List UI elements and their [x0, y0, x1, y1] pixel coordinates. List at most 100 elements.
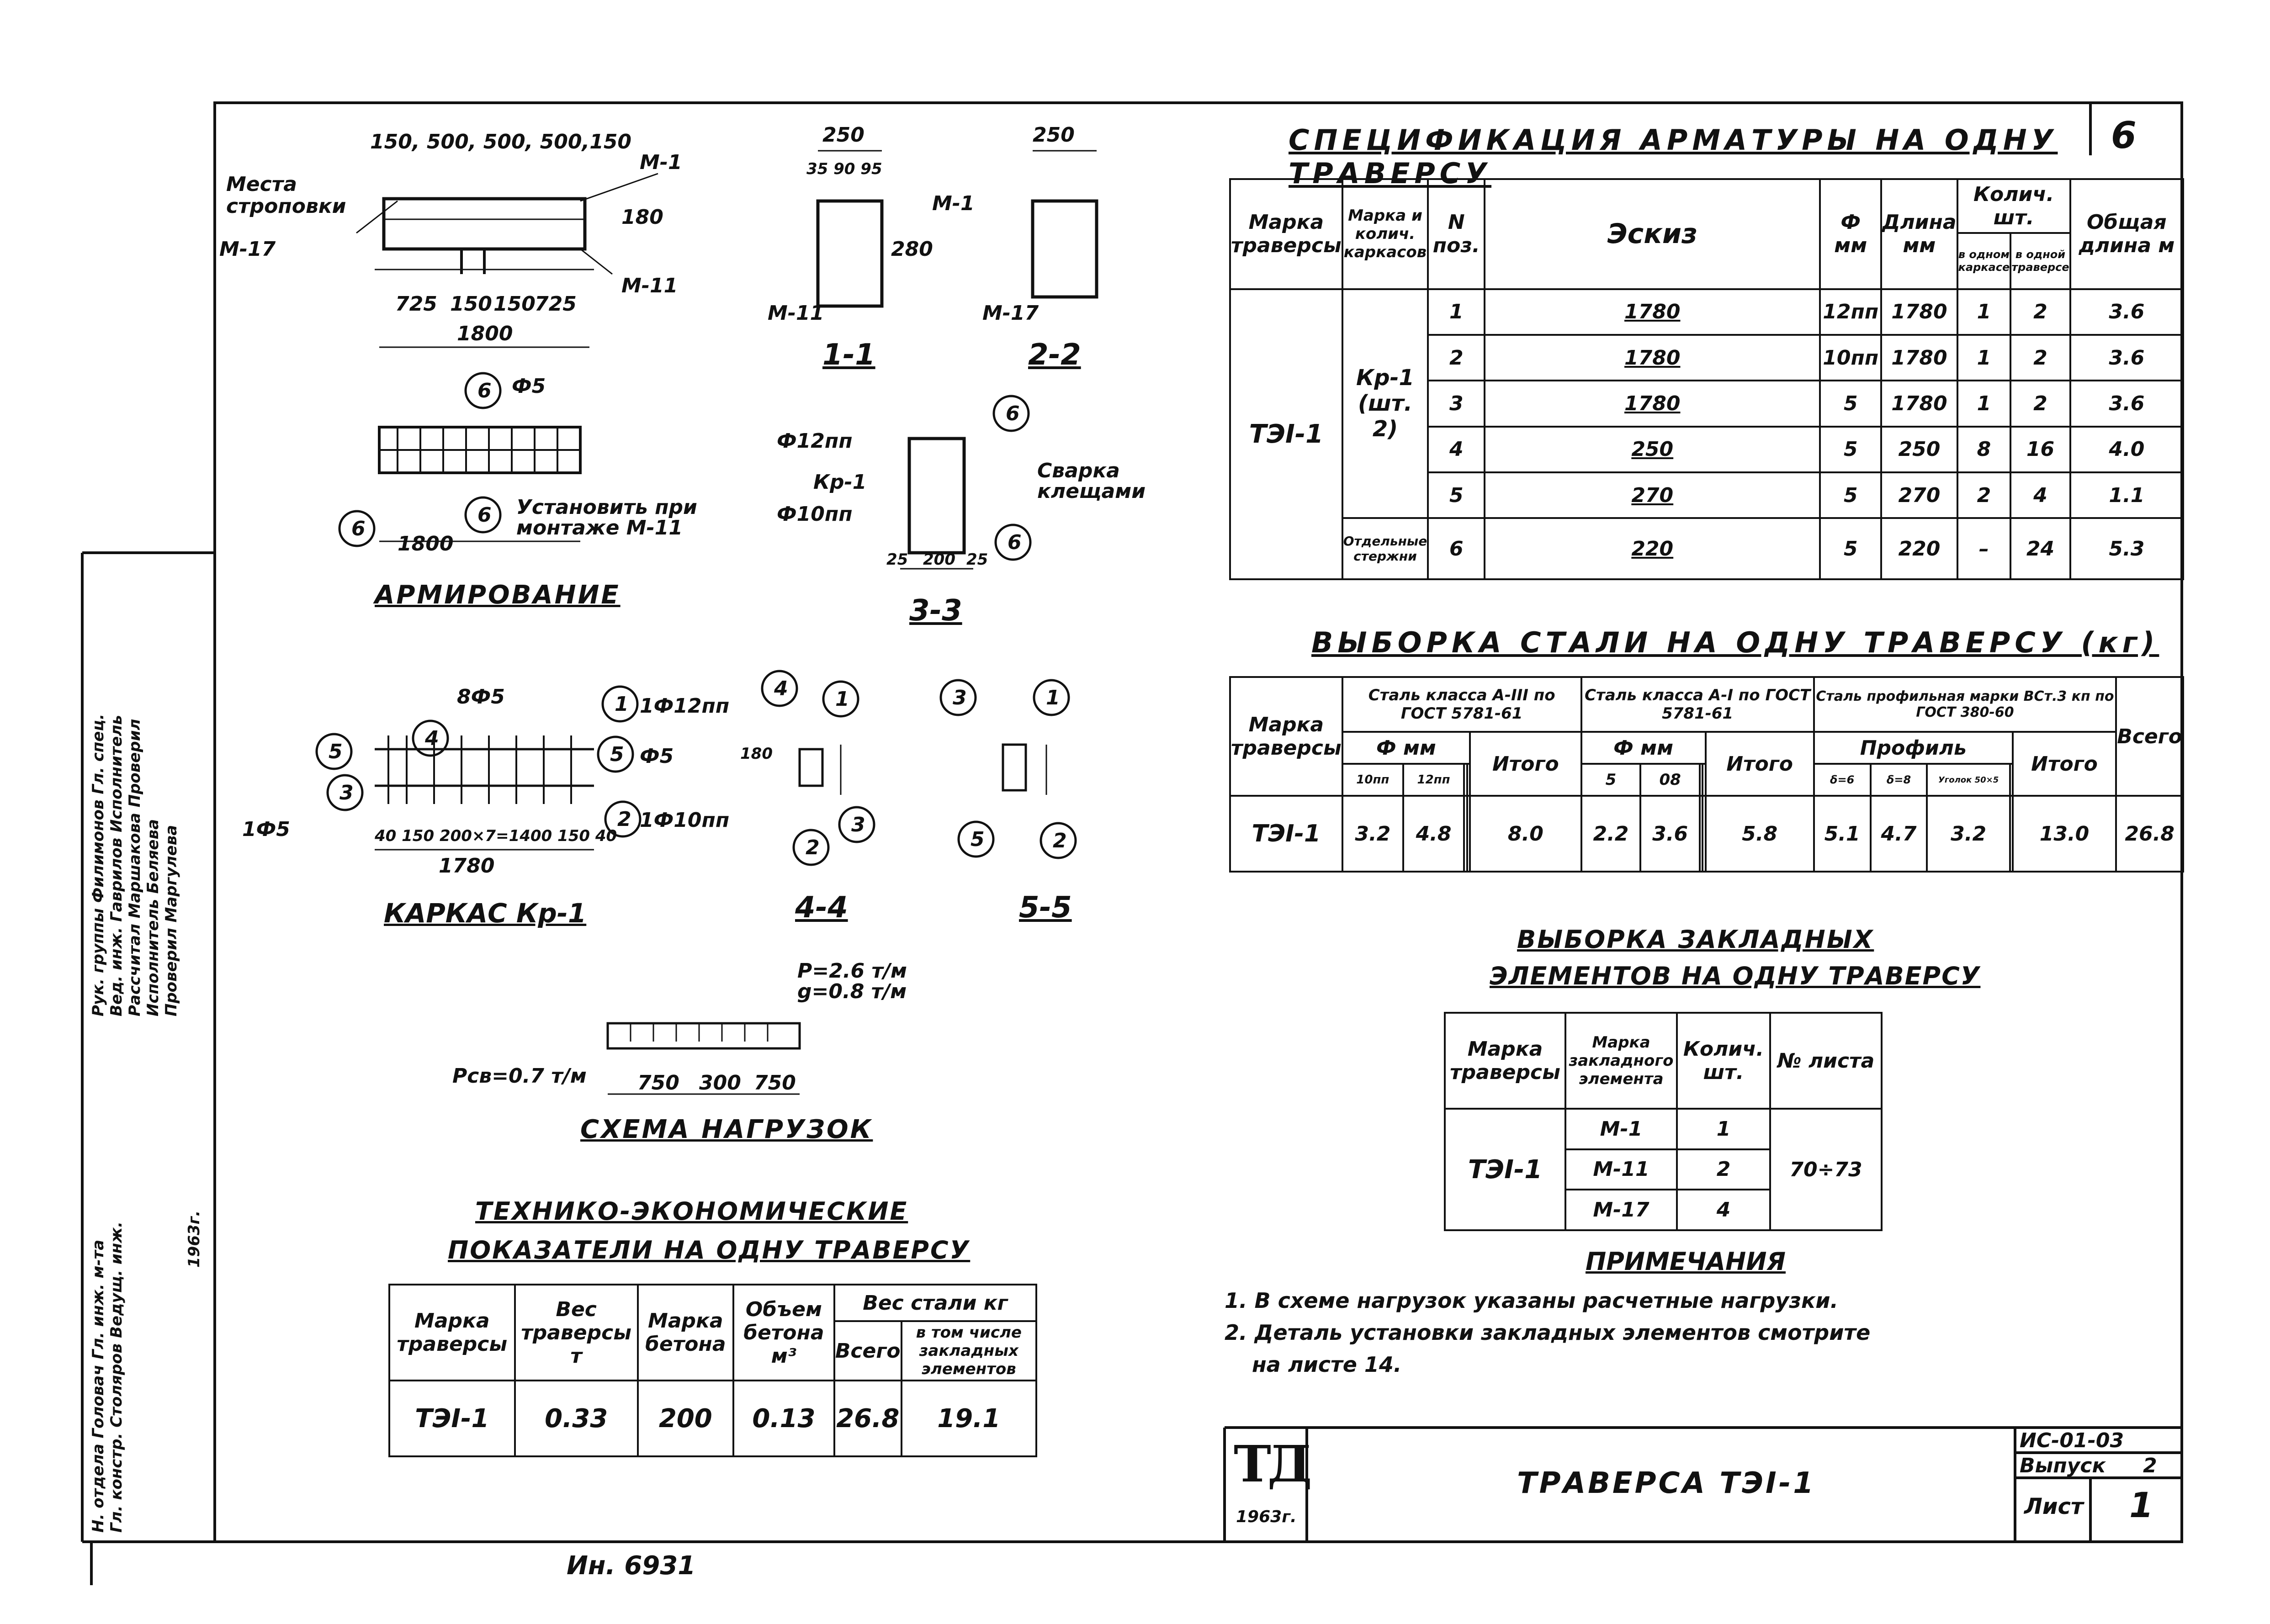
- steel-table: Марка траверсы Сталь класса А-III по ГОС…: [1229, 676, 2184, 873]
- stamp-row-2: Гл. констр. Столяров Ведущ. инж.: [107, 1221, 126, 1533]
- steel-h-sub: δ=8: [1869, 763, 1928, 797]
- spec-q1: 1: [1956, 380, 2012, 428]
- callout-label: 5: [329, 740, 343, 763]
- spec-d: 10пп: [1819, 334, 1883, 382]
- label-phi10: Ф10пп: [777, 503, 853, 526]
- load-dim-3: 750: [754, 1071, 796, 1095]
- install-note-1: Установить при: [516, 496, 697, 519]
- dim-250-a: 250: [822, 123, 865, 147]
- stamp-row-5: Рассчитал Маршакова Проверил: [126, 719, 144, 1016]
- spec-len: 1780: [1880, 334, 1958, 382]
- dim-1800-reinf: 1800: [398, 532, 454, 555]
- emb-h-sheet: № листа: [1769, 1012, 1883, 1110]
- embedded-title-2: ЭЛЕМЕНТОВ НА ОДНУ ТРАВЕРСУ: [1490, 962, 1981, 990]
- note-2: 2. Деталь установки закладных элементов …: [1225, 1320, 1871, 1345]
- spec-len: 270: [1880, 471, 1958, 519]
- label-1phi10: 1Ф10пп: [640, 809, 730, 832]
- label-m11-sec: М-11: [768, 302, 824, 325]
- callout-label: 1: [835, 688, 849, 711]
- spec-total: 4.0: [2069, 425, 2185, 473]
- tech-cell: 26.8: [833, 1380, 902, 1457]
- steel-cell-empty: [2009, 795, 2014, 873]
- steel-cell: 3.2: [1341, 795, 1404, 873]
- steel-h-a3: Сталь класса А-III по ГОСТ 5781-61: [1341, 676, 1582, 733]
- spec-q2: 2: [2010, 380, 2071, 428]
- label-180: 180: [621, 206, 663, 229]
- emb-q: 1: [1676, 1108, 1771, 1150]
- steel-h-empty: [1702, 763, 1707, 797]
- callout-label: 6: [477, 503, 492, 527]
- dim33-1: 25: [886, 550, 908, 569]
- steel-cell: ТЭI-1: [1229, 795, 1343, 873]
- issue-label: Выпуск: [2020, 1454, 2106, 1477]
- load-scheme-title: СХЕМА НАГРУЗОК: [580, 1115, 873, 1144]
- spec-sketch: 1780: [1484, 334, 1821, 382]
- steel-h-itogo-a1: Итого: [1704, 731, 1815, 797]
- callout-label: 2: [806, 836, 820, 859]
- callout-label: 1: [615, 693, 629, 716]
- spec-h-d: Ф мм: [1819, 178, 1883, 290]
- steel-cell: 3.2: [1926, 795, 2011, 873]
- callout-label: 3: [953, 686, 967, 709]
- callout-label: 1: [1046, 686, 1060, 709]
- spec-d: 5: [1819, 517, 1883, 580]
- steel-h-itogo-p: Итого: [2011, 731, 2117, 797]
- callout-label: 3: [851, 813, 865, 836]
- emb-q: 2: [1676, 1148, 1771, 1191]
- label-m17: М-17: [219, 238, 276, 261]
- callout-label: 6: [1006, 402, 1020, 425]
- emb-el: М-17: [1565, 1189, 1678, 1231]
- steel-h-sub: δ=6: [1813, 763, 1872, 797]
- dim33-3: 25: [966, 550, 988, 569]
- spec-q1: –: [1956, 517, 2012, 580]
- steel-h-empty: [1463, 763, 1468, 797]
- weld-label-1: Сварка: [1037, 459, 1120, 482]
- corner-sheet-number: 6: [2111, 114, 2137, 157]
- tech-h-concrete: Марка бетона: [636, 1284, 734, 1381]
- spec-sketch: 1780: [1484, 380, 1821, 428]
- steel-h-empty: [1466, 763, 1471, 797]
- tech-cell: ТЭI-1: [388, 1380, 516, 1457]
- label-kr1: Кр-1: [813, 471, 867, 494]
- load-dim-1: 750: [637, 1071, 679, 1095]
- spec-total: 5.3: [2069, 517, 2185, 580]
- label-8phi5: 8Ф5: [457, 685, 505, 709]
- label-phi5: Ф5: [512, 375, 546, 398]
- emb-h-element: Марка закладного элемента: [1565, 1012, 1678, 1110]
- spec-q1: 1: [1956, 288, 2012, 336]
- spec-sketch: 220: [1484, 517, 1821, 580]
- steel-h-itogo-a3: Итого: [1469, 731, 1582, 797]
- spec-total: 3.6: [2069, 288, 2185, 336]
- callout-6-a: [464, 372, 502, 409]
- dim-150-b: 150: [493, 292, 536, 316]
- spec-h-mark: Марка траверсы: [1229, 178, 1343, 290]
- spec-d: 5: [1819, 425, 1883, 473]
- steel-h-profil: Профиль: [1813, 731, 2014, 765]
- spec-q1: 1: [1956, 334, 2012, 382]
- spec-pos: 3: [1427, 380, 1486, 428]
- cage-title: КАРКАС Кр-1: [384, 898, 587, 929]
- dim-250-b: 250: [1033, 123, 1075, 147]
- emb-mark: ТЭI-1: [1444, 1108, 1566, 1231]
- spec-group-kr1: Кр-1 (шт. 2): [1341, 288, 1429, 519]
- callout-label: 2: [1053, 829, 1067, 852]
- label-1phi12: 1Ф12пп: [640, 694, 730, 718]
- spec-h-total: Общая длина м: [2069, 178, 2185, 290]
- steel-cell-empty: [1466, 795, 1471, 873]
- tech-cell: 0.33: [514, 1380, 639, 1457]
- note-1: 1. В схеме нагрузок указаны расчетные на…: [1225, 1288, 1838, 1313]
- weld-label-2: клещами: [1037, 480, 1146, 503]
- cage-dims: 40 150 200×7=1400 150 40: [375, 827, 617, 845]
- emb-sheets: 70÷73: [1769, 1108, 1883, 1231]
- spec-len: 1780: [1880, 380, 1958, 428]
- stamp-year: 1963г.: [185, 1210, 203, 1268]
- spec-q2: 2: [2010, 334, 2071, 382]
- spec-total: 1.1: [2069, 471, 2185, 519]
- spec-h-cage: Марка и колич. каркасов: [1341, 178, 1429, 290]
- section-1-1-title: 1-1: [822, 338, 875, 372]
- spec-h-q2: в одной траверсе: [2010, 232, 2071, 290]
- tech-h-mark: Марка траверсы: [388, 1284, 516, 1381]
- steel-h-dmm-a1: Ф мм: [1580, 731, 1707, 765]
